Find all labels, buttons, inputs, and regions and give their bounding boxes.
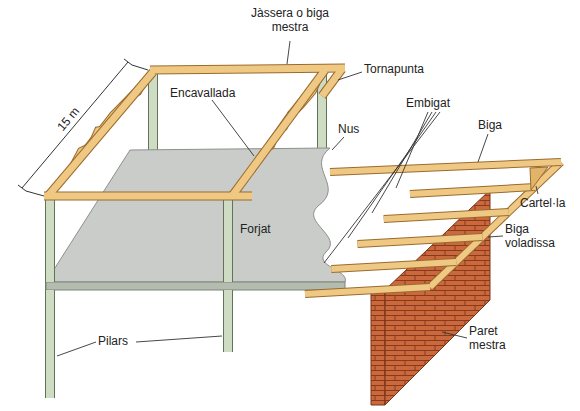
wood-beam bbox=[430, 162, 561, 287]
part-label: Forjat bbox=[240, 222, 271, 236]
part-label: Cartel·la bbox=[520, 196, 565, 210]
dimension-label: 15 m bbox=[54, 104, 82, 133]
part-label: Embigat bbox=[406, 96, 450, 110]
part-label: Paret mestra bbox=[469, 324, 519, 352]
wood-beam bbox=[331, 262, 456, 269]
wood-beam bbox=[358, 237, 483, 244]
wood-beam bbox=[410, 187, 535, 194]
wood-beam bbox=[358, 237, 483, 244]
part-label: Tornapunta bbox=[364, 62, 424, 76]
part-label: Biga voladissa bbox=[505, 222, 569, 250]
wood-beam bbox=[331, 262, 456, 269]
wood-beam bbox=[430, 162, 561, 287]
wood-beam bbox=[305, 287, 430, 294]
part-label: Pilars bbox=[98, 334, 128, 348]
part-label: Biga bbox=[478, 118, 502, 132]
wood-beam bbox=[410, 187, 535, 194]
wood-beam bbox=[330, 162, 561, 172]
part-label: Jàssera o biga mestra bbox=[248, 6, 332, 34]
wood-beam bbox=[384, 212, 509, 219]
wood-beam bbox=[305, 287, 430, 294]
wood-beam bbox=[384, 212, 509, 219]
wood-beam bbox=[330, 162, 561, 172]
part-label: Encavallada bbox=[170, 86, 235, 100]
part-label: Nus bbox=[338, 122, 359, 136]
